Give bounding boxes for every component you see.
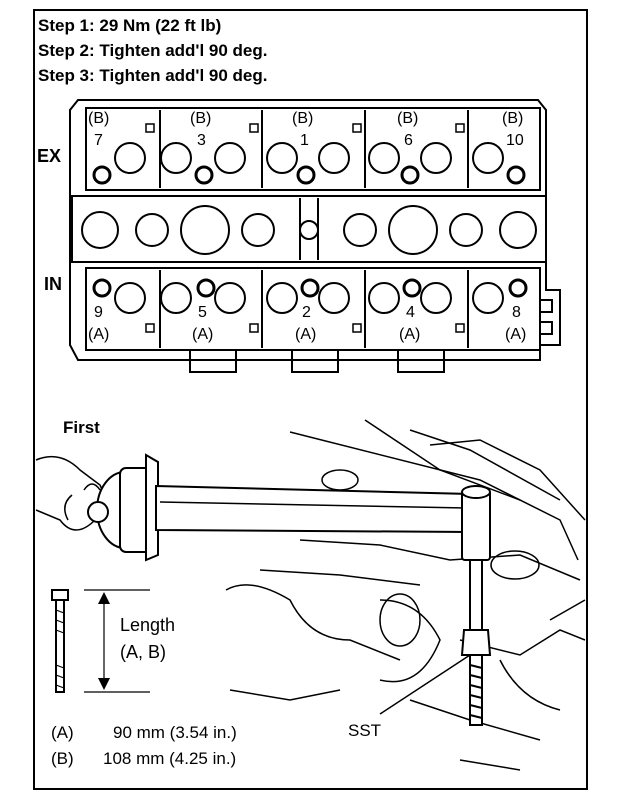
intake-bolt-number: 8	[512, 304, 521, 321]
intake-bolt-number: 5	[198, 304, 207, 321]
exhaust-bolt-number: 3	[197, 132, 206, 149]
legend-key-a: (A)	[51, 723, 74, 742]
legend-value-a: 90 mm (3.54 in.)	[113, 723, 237, 742]
intake-bolt-group: (A)	[295, 326, 317, 343]
diagram-frame	[33, 9, 588, 790]
intake-bolt-group: (A)	[88, 326, 110, 343]
length-groups-label: (A, B)	[120, 642, 167, 662]
intake-bolt-number: 4	[406, 304, 415, 321]
intake-bolt-number: 9	[94, 304, 103, 321]
intake-bolt-number: 2	[302, 304, 311, 321]
intake-bolt-group: (A)	[192, 326, 214, 343]
exhaust-bolt-group: (B)	[292, 110, 314, 127]
exhaust-bolt-group: (B)	[88, 110, 110, 127]
length-label: Length	[120, 615, 176, 635]
step-3-text: Step 3: Tighten add'l 90 deg.	[38, 66, 268, 85]
sst-label: SST	[348, 721, 382, 740]
first-label: First	[63, 418, 100, 437]
intake-bolt-group: (A)	[399, 326, 421, 343]
exhaust-bolt-number: 1	[300, 132, 309, 149]
step-1-text: Step 1: 29 Nm (22 ft lb)	[38, 16, 222, 35]
exhaust-bolt-group: (B)	[502, 110, 524, 127]
exhaust-bolt-group: (B)	[397, 110, 419, 127]
exhaust-bolt-group: (B)	[190, 110, 212, 127]
exhaust-row-label: EX	[37, 146, 62, 166]
intake-bolt-group: (A)	[505, 326, 527, 343]
intake-row-label: IN	[44, 274, 62, 294]
step-2-text: Step 2: Tighten add'l 90 deg.	[38, 41, 268, 60]
legend-key-b: (B)	[51, 749, 74, 768]
legend-value-b: 108 mm (4.25 in.)	[103, 749, 237, 768]
exhaust-bolt-number: 7	[94, 132, 103, 149]
exhaust-bolt-number: 6	[404, 132, 413, 149]
exhaust-bolt-number: 10	[506, 132, 524, 149]
